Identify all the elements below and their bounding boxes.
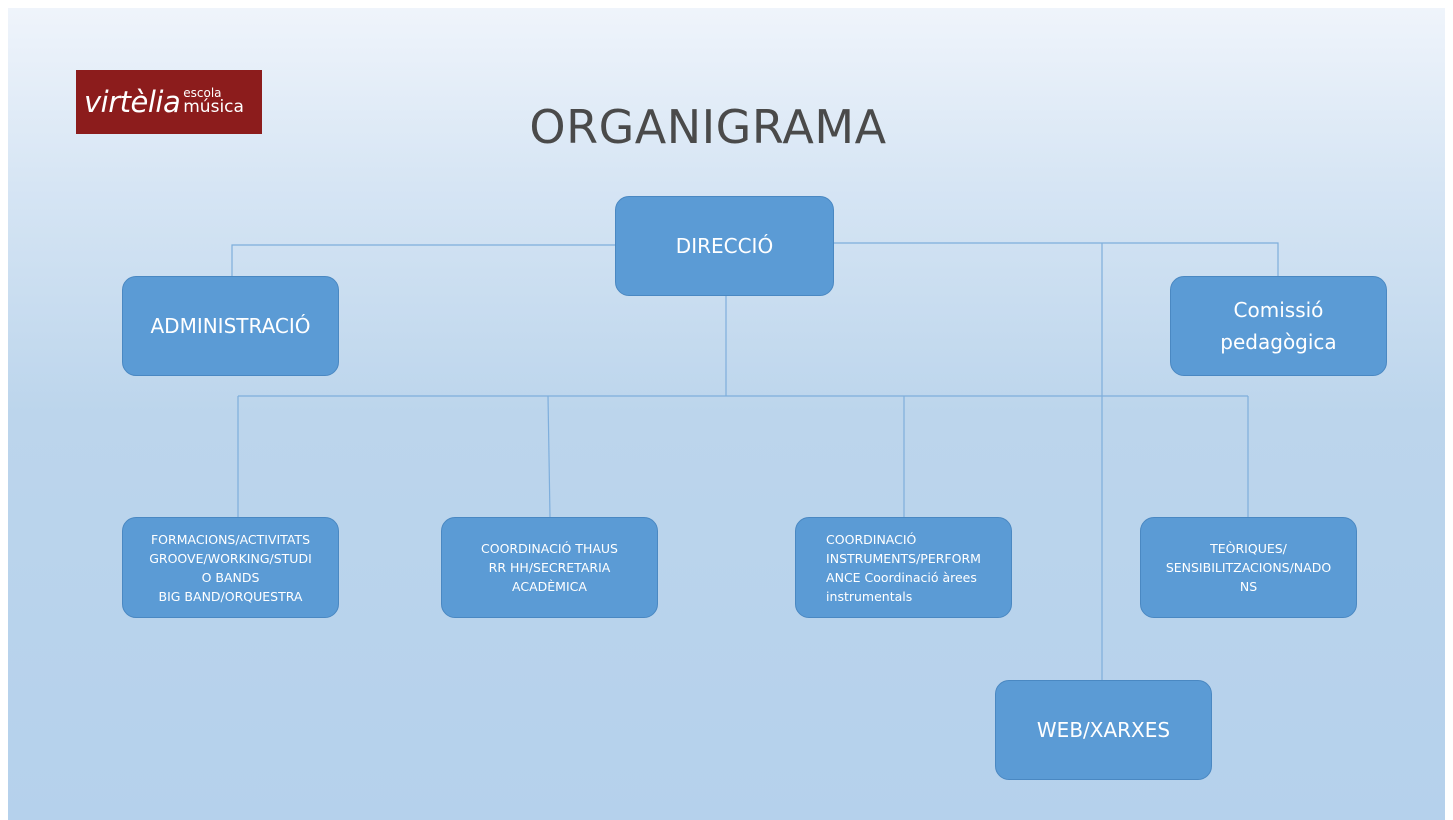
node-coordinacio-instruments: COORDINACIÓ INSTRUMENTS/PERFORM ANCE Coo… (795, 517, 1012, 618)
connector-lines (231, 242, 1279, 680)
node-web-xarxes: WEB/XARXES (995, 680, 1212, 780)
node-coordinacio-instruments-label: COORDINACIÓ INSTRUMENTS/PERFORM ANCE Coo… (826, 531, 981, 604)
node-formacions-label: FORMACIONS/ACTIVITATS GROOVE/WORKING/STU… (149, 531, 312, 604)
slide: virtèlia escola música ORGANIGRAMA DIREC… (8, 8, 1445, 820)
node-administracio: ADMINISTRACIÓ (122, 276, 339, 376)
page-title: ORGANIGRAMA (529, 100, 887, 154)
node-comissio-pedagogica: Comissió pedagògica (1170, 276, 1387, 376)
node-direccio-label: DIRECCIÓ (675, 234, 774, 258)
node-comissio-label: Comissió pedagògica (1220, 298, 1337, 354)
node-teoriques-label: TEÒRIQUES/ SENSIBILITZACIONS/NADO NS (1165, 541, 1332, 594)
node-coordinacio-thaus-label: COORDINACIÓ THAUS RR HH/SECRETARIA ACADÈ… (481, 541, 618, 594)
logo-line-musica: música (183, 97, 244, 118)
logo: virtèlia escola música (76, 70, 262, 134)
node-direccio: DIRECCIÓ (615, 196, 834, 296)
node-administracio-label: ADMINISTRACIÓ (150, 314, 311, 338)
node-coordinacio-thaus: COORDINACIÓ THAUS RR HH/SECRETARIA ACADÈ… (441, 517, 658, 618)
connector-coord-thaus (547, 395, 551, 518)
logo-subtitle: escola música (183, 87, 244, 117)
node-web-label: WEB/XARXES (1036, 718, 1171, 742)
node-teoriques: TEÒRIQUES/ SENSIBILITZACIONS/NADO NS (1140, 517, 1357, 618)
node-formacions: FORMACIONS/ACTIVITATS GROOVE/WORKING/STU… (122, 517, 339, 618)
logo-line-escola: escola (183, 85, 222, 100)
connector-direccio-comissio (834, 242, 1279, 276)
connector-direccio-administracio (231, 244, 615, 276)
logo-wordmark: virtèlia (84, 84, 181, 119)
